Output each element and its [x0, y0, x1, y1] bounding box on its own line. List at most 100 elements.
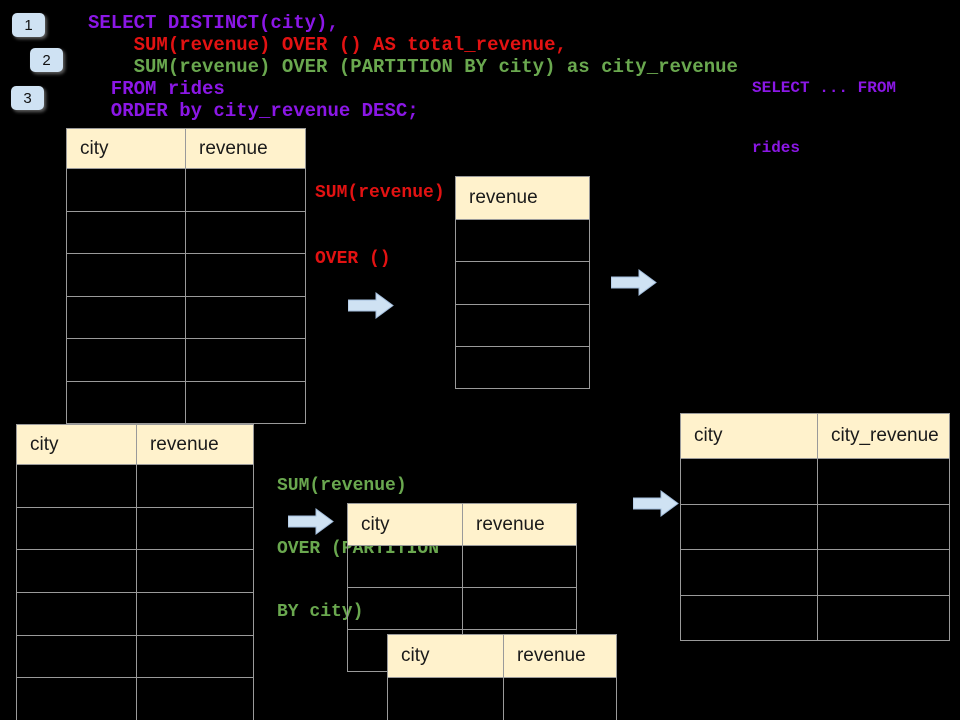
table-row: [17, 592, 253, 635]
table-header-row: city revenue: [388, 635, 616, 677]
side-note: SELECT ... FROM rides: [752, 38, 896, 198]
table-cell: [17, 678, 136, 720]
table-cell: [456, 220, 589, 261]
right-arrow-icon: [348, 292, 394, 319]
table-cell: [185, 339, 305, 381]
table-cell: [462, 546, 576, 587]
table-row: [681, 549, 949, 595]
table-cell: [456, 347, 589, 388]
table-cell: [67, 212, 185, 254]
table-cell: [456, 262, 589, 303]
side-note-line: SELECT ... FROM: [752, 79, 897, 97]
table-cell: [185, 296, 305, 338]
side-note-line: rides: [752, 139, 801, 157]
table-cell: [135, 678, 253, 720]
table-row: [681, 503, 949, 550]
table-cell: [67, 254, 185, 296]
label-line: BY city): [277, 602, 364, 622]
table-cell: [388, 678, 503, 720]
table-row: [17, 506, 253, 550]
table-row: [456, 261, 589, 303]
column-header-revenue: revenue: [462, 504, 576, 545]
step-badge-3: 3: [11, 86, 44, 110]
table-row: [456, 303, 589, 346]
table-cell: [816, 504, 949, 549]
table-row: [348, 587, 576, 629]
table-cell: [681, 550, 817, 595]
table-row: [681, 594, 949, 641]
table-cell: [502, 678, 616, 720]
step-badge-1: 1: [12, 13, 45, 37]
step-badge-2: 2: [30, 48, 63, 72]
column-header-revenue: revenue: [502, 635, 616, 677]
table-source-rides-bottom: city revenue: [16, 424, 254, 720]
table-cell: [67, 339, 185, 381]
sql-code-line: ORDER by city_revenue DESC;: [88, 100, 419, 122]
sql-code-block: SELECT DISTINCT(city), SUM(revenue) OVER…: [88, 12, 738, 122]
table-source-rides-top: city revenue: [66, 128, 306, 424]
table-row: [67, 210, 305, 254]
table-row: [67, 168, 305, 211]
table-cell: [135, 635, 253, 678]
table-result-city-revenue: city city_revenue: [680, 413, 950, 641]
table-header-row: city revenue: [67, 129, 305, 168]
sql-code-line: SUM(revenue) OVER (PARTITION BY city) as…: [88, 56, 738, 78]
table-header-row: city revenue: [17, 425, 253, 464]
table-cell: [17, 465, 136, 507]
table-header-row: city revenue: [348, 504, 576, 545]
column-header-city: city: [361, 513, 390, 535]
table-header-row: revenue: [456, 177, 589, 219]
table-cell: [67, 382, 185, 424]
table-cell: [135, 593, 253, 635]
label-line: SUM(revenue): [277, 476, 407, 496]
table-cell: [67, 297, 185, 339]
table-partition-group-back: city revenue: [347, 503, 577, 672]
table-cell: [185, 211, 305, 253]
right-arrow-icon: [633, 490, 679, 517]
column-header-city: city: [694, 425, 723, 446]
column-header-revenue: revenue: [469, 187, 538, 208]
table-row: [17, 549, 253, 593]
table-row: [67, 338, 305, 381]
table-cell: [135, 550, 253, 593]
table-row: [67, 253, 305, 296]
right-arrow-icon: [288, 508, 334, 535]
table-row: [681, 458, 949, 504]
table-cell: [185, 381, 305, 423]
table-cell: [681, 596, 817, 641]
table-cell: [17, 593, 136, 635]
table-cell: [348, 588, 462, 629]
column-header-revenue: revenue: [135, 425, 253, 464]
table-cell: [348, 546, 462, 587]
label-line: SUM(revenue): [315, 183, 445, 203]
table-row: [17, 634, 253, 678]
table-cell: [816, 595, 949, 640]
sql-code-line: SELECT DISTINCT(city),: [88, 12, 339, 34]
table-cell: [185, 169, 305, 211]
column-header-city: city: [401, 645, 430, 666]
table-cell: [17, 550, 136, 592]
table-row: [348, 545, 576, 587]
table-cell: [185, 254, 305, 296]
table-row: [17, 464, 253, 507]
sql-code-line: FROM rides: [88, 78, 225, 100]
table-row: [17, 677, 253, 720]
table-cell: [135, 465, 253, 507]
sql-code-line: SUM(revenue) OVER () AS total_revenue,: [88, 34, 567, 56]
table-cell: [816, 550, 949, 595]
table-row: [388, 677, 616, 720]
table-total-revenue-window: revenue: [455, 176, 590, 389]
table-cell: [67, 169, 185, 211]
table-cell: [456, 305, 589, 346]
table-cell: [17, 508, 136, 550]
table-cell: [17, 636, 136, 678]
column-header-city_revenue: city_revenue: [816, 414, 949, 458]
table-cell: [816, 459, 949, 504]
table-cell: [681, 459, 817, 504]
column-header-city: city: [80, 137, 109, 159]
column-header-revenue: revenue: [185, 129, 305, 168]
table-partition-group-front: city revenue: [387, 634, 617, 720]
table-cell: [681, 505, 817, 550]
column-header-city: city: [30, 433, 59, 455]
